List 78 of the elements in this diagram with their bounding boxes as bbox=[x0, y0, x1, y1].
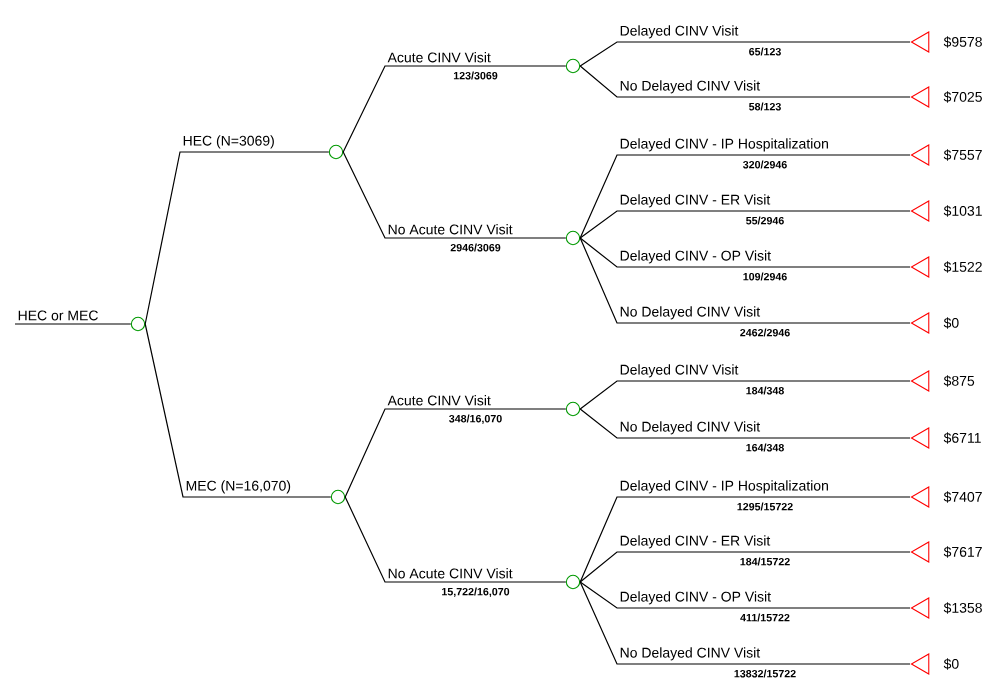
probability-label: 320/2946 bbox=[743, 160, 787, 169]
probability-label: 65/123 bbox=[749, 47, 781, 56]
cost-label: $7025 bbox=[943, 91, 982, 103]
branch-line bbox=[579, 65, 911, 98]
terminal-triangle bbox=[910, 200, 930, 222]
probability-label: 58/123 bbox=[749, 102, 781, 111]
cost-label: $7617 bbox=[943, 546, 982, 558]
probability-label: 348/16,070 bbox=[449, 414, 502, 424]
cost-label: $1358 bbox=[943, 602, 982, 614]
branch-line bbox=[342, 65, 567, 153]
branch-label: Delayed CINV - IP Hospitalization bbox=[618, 479, 831, 495]
terminal-triangle bbox=[910, 597, 930, 619]
branch-label: HEC or MEC bbox=[16, 309, 100, 322]
branch-label: No Acute CINV Visit bbox=[386, 222, 514, 236]
branch-label: Delayed CINV Visit bbox=[618, 363, 740, 379]
branch-label: No Acute CINV Visit bbox=[386, 566, 514, 580]
branch-line bbox=[344, 496, 567, 583]
terminal-triangle bbox=[910, 86, 930, 108]
branch-label: Delayed CINV - ER Visit bbox=[618, 534, 772, 550]
terminal-triangle bbox=[910, 144, 930, 166]
terminal-triangle bbox=[910, 653, 930, 675]
branch-line bbox=[579, 237, 911, 268]
cost-label: $6711 bbox=[943, 432, 981, 444]
probability-label: 184/15722 bbox=[740, 557, 790, 566]
branch-line bbox=[579, 380, 911, 410]
branch-line bbox=[579, 581, 911, 665]
branch-label: No Delayed CINV Visit bbox=[618, 305, 762, 321]
branch-line bbox=[579, 551, 911, 583]
cost-label: $0 bbox=[943, 317, 959, 329]
terminal-triangle bbox=[910, 427, 930, 449]
branch-label: Acute CINV Visit bbox=[386, 50, 493, 64]
branch-line bbox=[144, 151, 330, 325]
branch-label: Delayed CINV - OP Visit bbox=[618, 249, 773, 265]
cost-label: $1031 bbox=[943, 205, 982, 217]
branch-line bbox=[579, 41, 911, 67]
probability-label: 13832/15722 bbox=[734, 669, 796, 678]
terminal-triangle bbox=[910, 312, 930, 334]
branch-line bbox=[342, 151, 567, 239]
terminal-triangle bbox=[910, 486, 930, 508]
branch-label: Delayed CINV - OP Visit bbox=[618, 590, 773, 606]
terminal-triangle bbox=[910, 541, 930, 563]
branch-line bbox=[14, 323, 132, 325]
branch-label: MEC (N=16,070) bbox=[184, 479, 293, 495]
branch-label: No Delayed CINV Visit bbox=[618, 79, 762, 95]
probability-label: 123/3069 bbox=[453, 71, 498, 80]
branch-line bbox=[579, 237, 911, 324]
branch-line bbox=[579, 210, 911, 239]
terminal-triangle bbox=[910, 31, 930, 53]
terminal-triangle bbox=[910, 256, 930, 278]
cost-label: $7557 bbox=[943, 149, 982, 161]
probability-label: 184/348 bbox=[746, 386, 784, 395]
branch-line bbox=[144, 323, 332, 498]
probability-label: 411/15722 bbox=[740, 613, 790, 622]
branch-label: Acute CINV Visit bbox=[386, 393, 493, 407]
branch-line bbox=[579, 408, 911, 439]
branch-line bbox=[579, 496, 911, 583]
probability-label: 1295/15722 bbox=[737, 502, 793, 511]
cost-label: $0 bbox=[943, 658, 959, 670]
branch-label: Delayed CINV - ER Visit bbox=[618, 193, 772, 209]
probability-label: 15,722/16,070 bbox=[442, 587, 510, 597]
branch-label: Delayed CINV Visit bbox=[618, 24, 740, 40]
branch-line bbox=[344, 408, 567, 498]
branch-label: HEC (N=3069) bbox=[181, 134, 277, 150]
branch-line bbox=[579, 154, 911, 239]
probability-label: 109/2946 bbox=[743, 272, 787, 281]
probability-label: 55/2946 bbox=[746, 216, 784, 225]
cost-label: $1522 bbox=[943, 261, 982, 273]
cost-label: $9578 bbox=[943, 36, 982, 48]
probability-label: 164/348 bbox=[746, 443, 784, 452]
terminal-triangle bbox=[910, 370, 930, 392]
probability-label: 2946/3069 bbox=[450, 243, 501, 252]
branch-label: No Delayed CINV Visit bbox=[618, 420, 762, 436]
probability-label: 2462/2946 bbox=[740, 328, 790, 337]
cost-label: $7407 bbox=[943, 491, 982, 503]
branch-line bbox=[579, 581, 911, 609]
branch-label: Delayed CINV - IP Hospitalization bbox=[618, 137, 831, 153]
cost-label: $875 bbox=[943, 375, 975, 387]
branch-label: No Delayed CINV Visit bbox=[618, 646, 762, 662]
